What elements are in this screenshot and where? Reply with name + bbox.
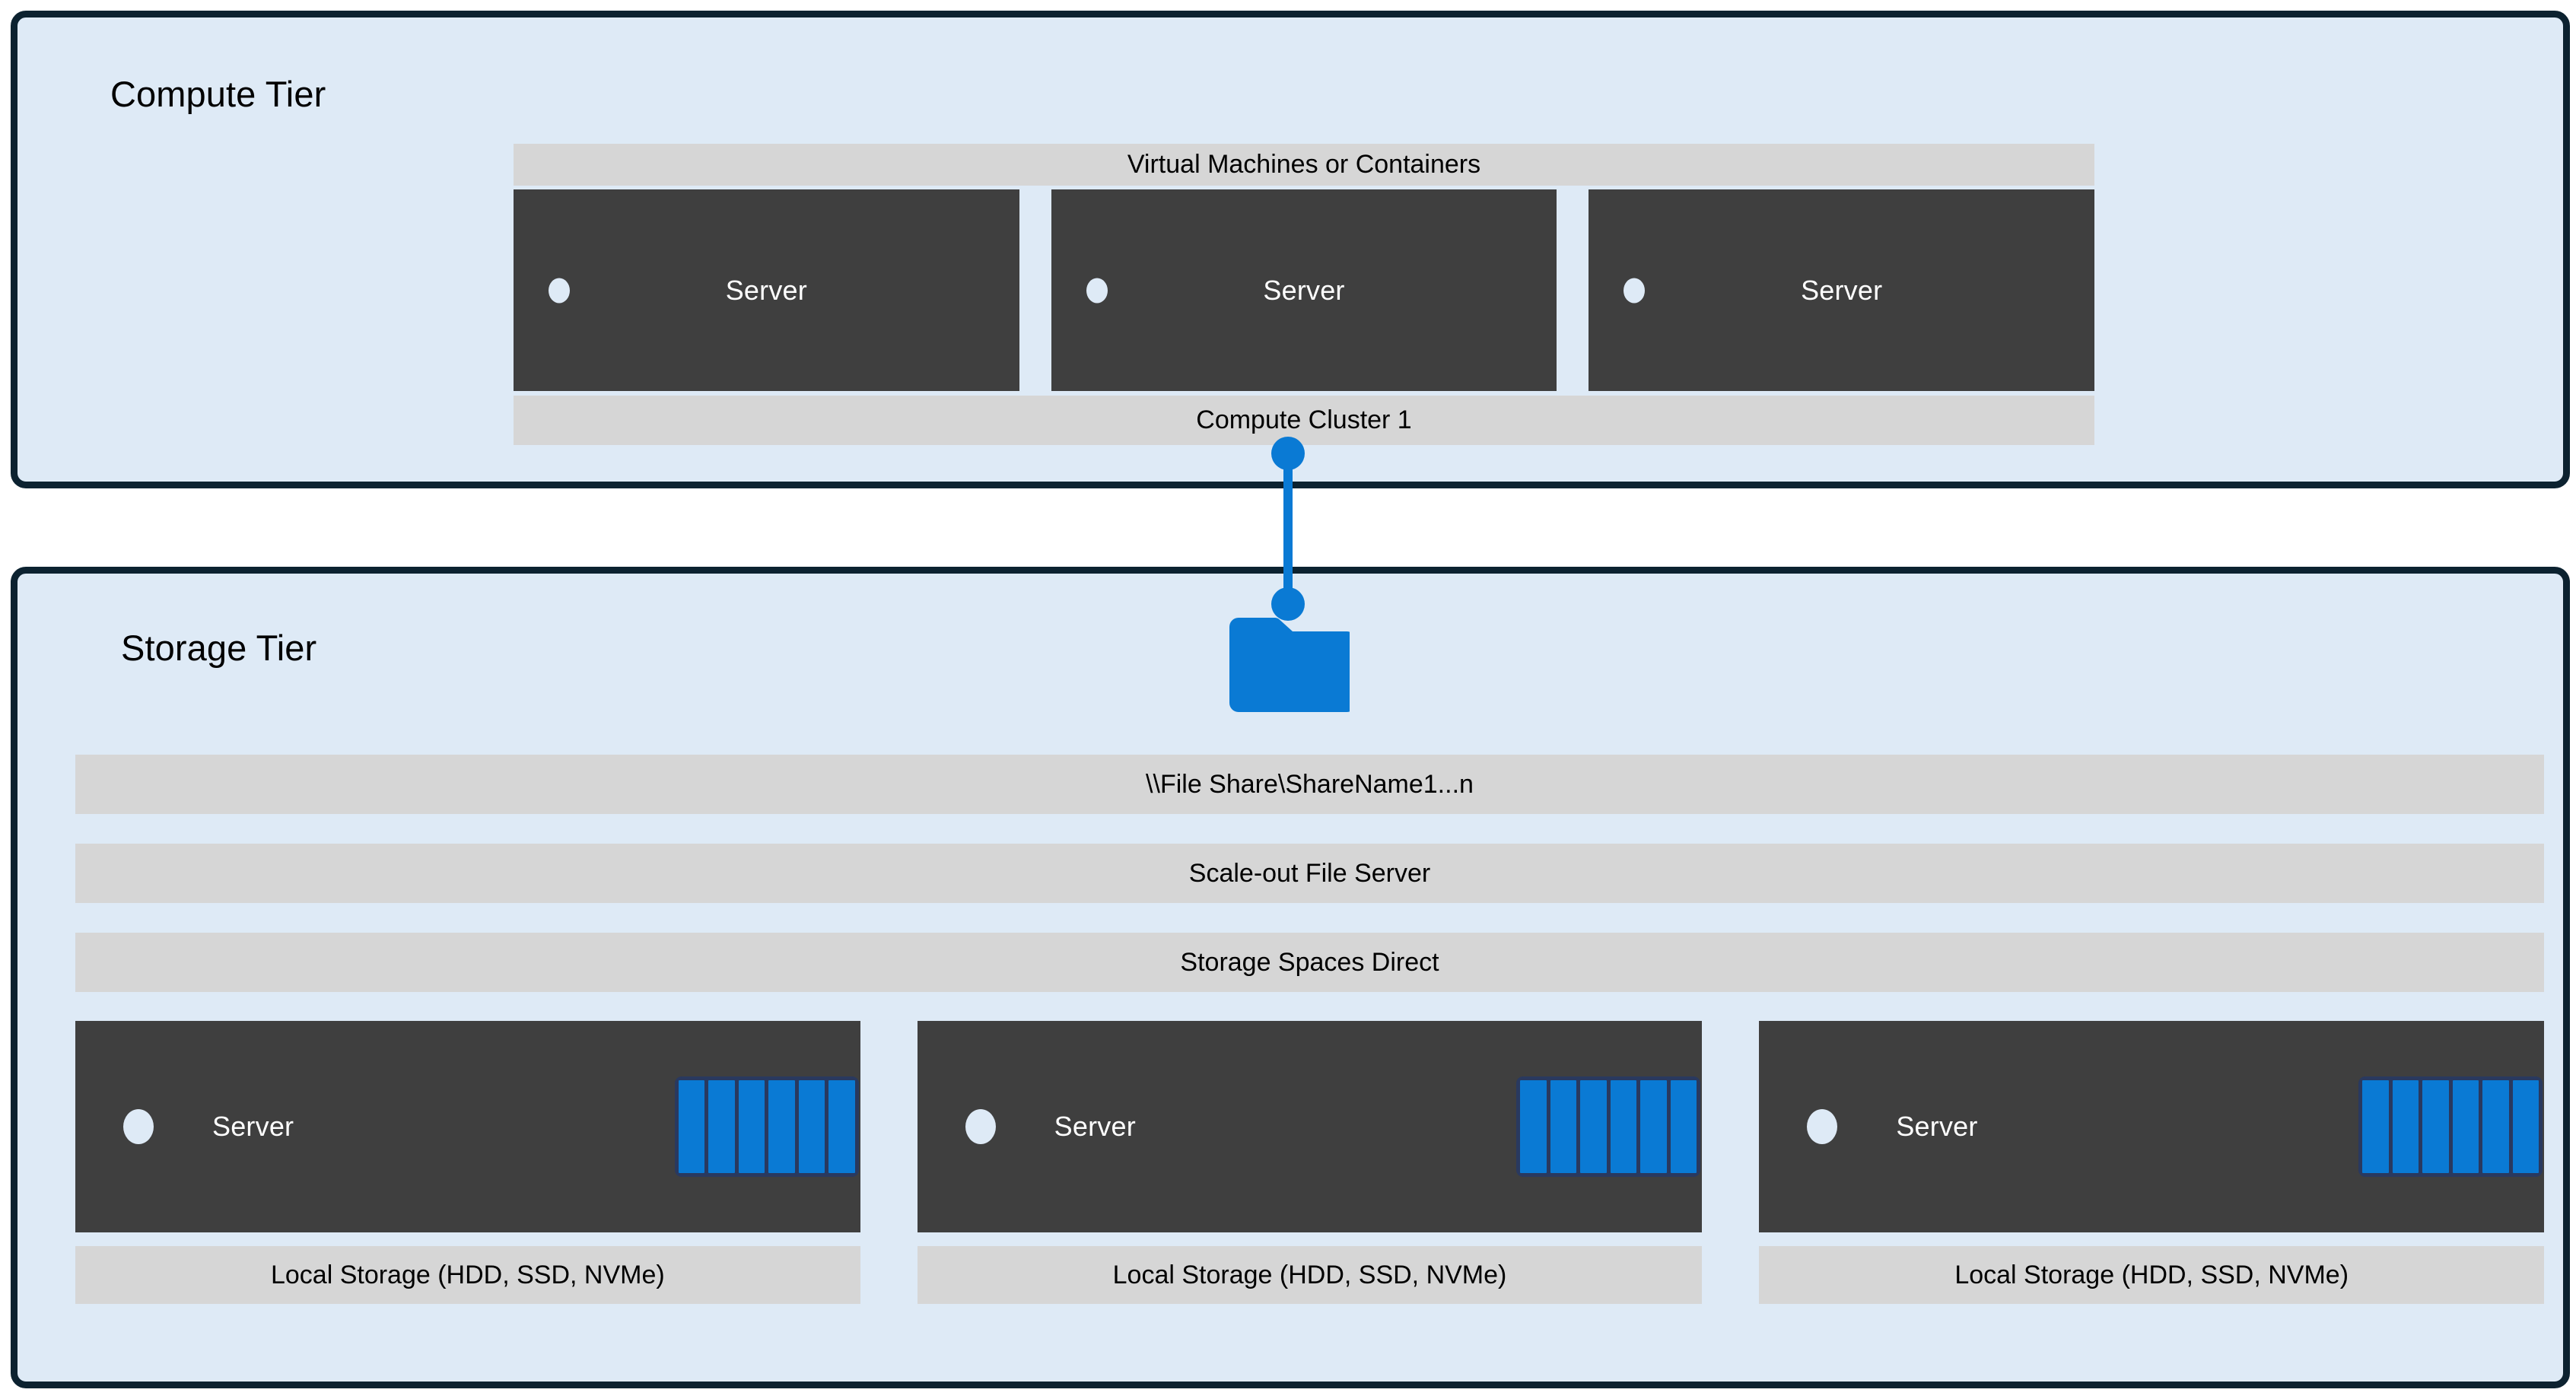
disk-slot-icon: [1670, 1080, 1697, 1173]
storage-server-3[interactable]: Server: [1759, 1021, 2545, 1232]
disk-slot-icon: [738, 1080, 765, 1173]
disk-slot-icon: [768, 1080, 795, 1173]
folder-icon: [1226, 615, 1356, 714]
disk-slot-icon: [828, 1080, 855, 1173]
local-storage-caption-1: Local Storage (HDD, SSD, NVMe): [75, 1246, 860, 1304]
status-led-icon: [1624, 278, 1646, 303]
storage-spaces-direct-bar: Storage Spaces Direct: [75, 933, 2544, 992]
disk-bay-icon: [1516, 1076, 1701, 1177]
disk-slot-icon: [1550, 1080, 1577, 1173]
storage-node-row: Server Local Storage (HDD, SSD, NVMe): [75, 1021, 2545, 1334]
disk-slot-icon: [1520, 1080, 1547, 1173]
compute-tier-title: Compute Tier: [110, 74, 326, 114]
local-storage-caption-3: Local Storage (HDD, SSD, NVMe): [1759, 1246, 2545, 1304]
disk-slot-icon: [1610, 1080, 1637, 1173]
storage-tier-title: Storage Tier: [121, 628, 317, 668]
compute-tier-container: Compute Tier Virtual Machines or Contain…: [11, 11, 2570, 488]
disk-slot-icon: [1640, 1080, 1667, 1173]
disk-slot-icon: [2362, 1080, 2389, 1173]
scale-out-file-server-bar: Scale-out File Server: [75, 844, 2544, 903]
compute-cluster-bar: Compute Cluster 1: [514, 396, 2094, 445]
disk-slot-icon: [678, 1080, 705, 1173]
connector-line-icon: [1283, 453, 1293, 613]
compute-cluster-group: Virtual Machines or Containers Server Se…: [514, 144, 2095, 445]
disk-slot-icon: [2482, 1080, 2509, 1173]
storage-server-3-label: Server: [1896, 1111, 1978, 1142]
status-led-icon: [1086, 278, 1108, 303]
storage-node-1: Server Local Storage (HDD, SSD, NVMe): [75, 1021, 860, 1334]
disk-bay-icon: [674, 1076, 859, 1177]
disk-bay-icon: [2358, 1076, 2543, 1177]
status-led-icon: [965, 1109, 996, 1144]
disk-slot-icon: [2512, 1080, 2539, 1173]
storage-server-1[interactable]: Server: [75, 1021, 860, 1232]
disk-slot-icon: [2392, 1080, 2419, 1173]
disk-slot-icon: [1580, 1080, 1607, 1173]
compute-server-2[interactable]: Server: [1051, 189, 1557, 391]
status-led-icon: [549, 278, 570, 303]
file-share-bar: \\File Share\ShareName1...n: [75, 755, 2544, 814]
compute-server-2-label: Server: [1263, 274, 1345, 306]
connector-dot-bottom-icon: [1271, 587, 1305, 621]
tier-connector: [1271, 437, 1305, 621]
storage-node-3: Server Local Storage (HDD, SSD, NVMe): [1759, 1021, 2545, 1334]
compute-server-3[interactable]: Server: [1589, 189, 2095, 391]
disk-slot-icon: [798, 1080, 825, 1173]
disk-slot-icon: [2422, 1080, 2449, 1173]
local-storage-caption-2: Local Storage (HDD, SSD, NVMe): [917, 1246, 1703, 1304]
storage-tier-container: Storage Tier \\File Share\ShareName1...n…: [11, 567, 2570, 1388]
status-led-icon: [123, 1109, 154, 1144]
storage-server-1-label: Server: [212, 1111, 294, 1142]
compute-server-row: Server Server Server: [514, 189, 2095, 391]
storage-server-2-label: Server: [1054, 1111, 1136, 1142]
virtual-machines-bar: Virtual Machines or Containers: [514, 144, 2094, 186]
status-led-icon: [1807, 1109, 1838, 1144]
disk-slot-icon: [708, 1080, 735, 1173]
disk-slot-icon: [2452, 1080, 2479, 1173]
compute-server-3-label: Server: [1801, 274, 1883, 306]
storage-node-2: Server Local Storage (HDD, SSD, NVMe): [917, 1021, 1703, 1334]
storage-server-2[interactable]: Server: [917, 1021, 1703, 1232]
compute-server-1[interactable]: Server: [514, 189, 1019, 391]
compute-server-1-label: Server: [725, 274, 807, 306]
